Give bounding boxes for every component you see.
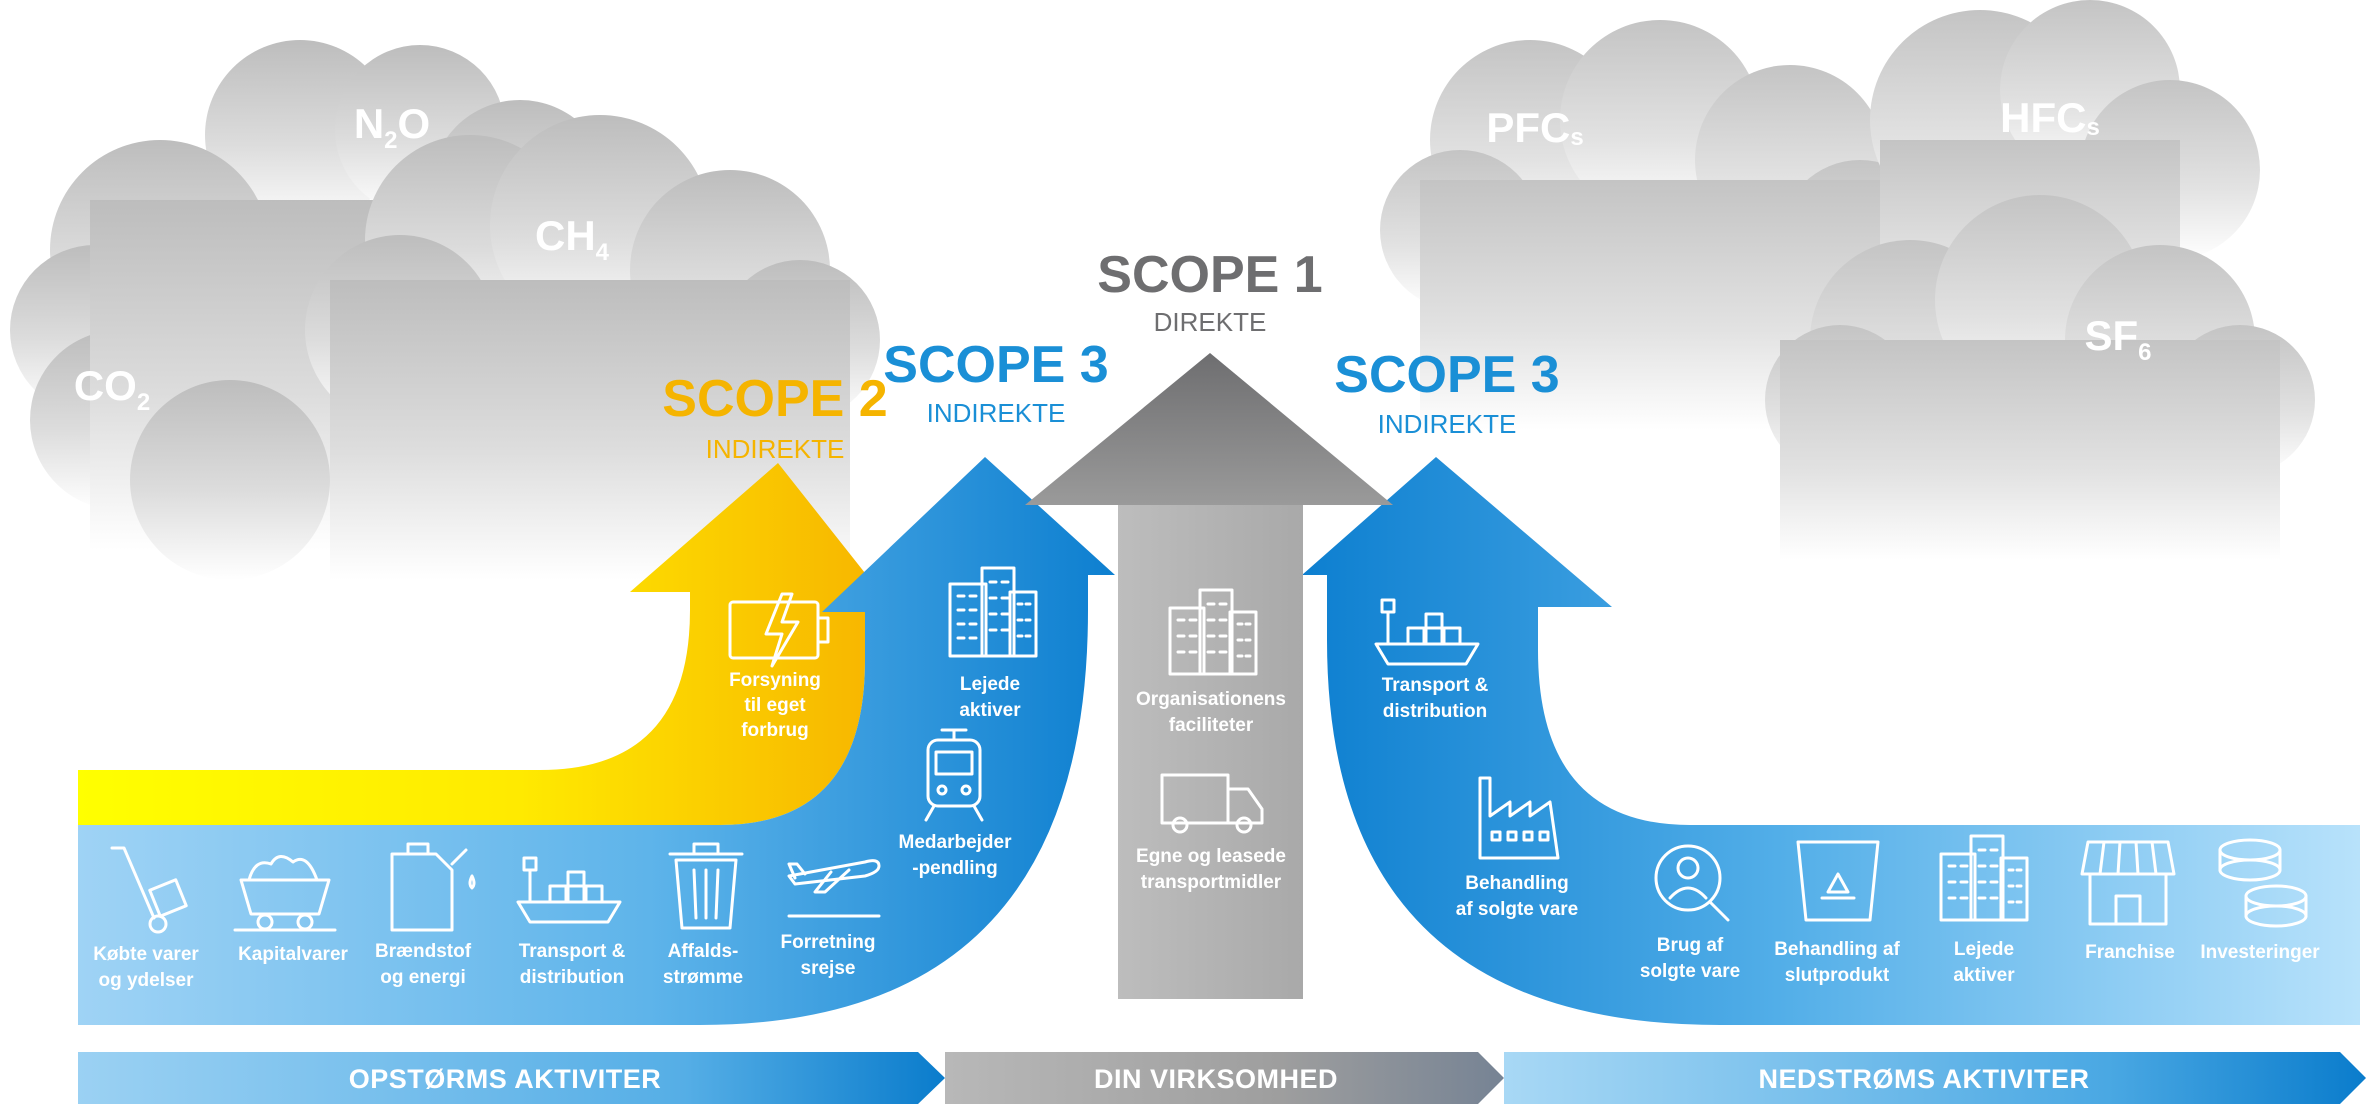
svg-text:Transport &: Transport &: [519, 941, 626, 962]
svg-text:Behandling: Behandling: [1465, 873, 1568, 894]
buildings-icon: [948, 566, 1038, 658]
svg-text:solgte vare: solgte vare: [1640, 961, 1740, 982]
svg-text:og energi: og energi: [380, 967, 466, 988]
svg-text:forbrug: forbrug: [741, 720, 809, 741]
gas-label-hfcs: HFCs: [2000, 94, 2100, 141]
svg-text:Forretning: Forretning: [781, 932, 876, 953]
downstream-band: [1504, 1052, 2366, 1104]
gas-label-co2: CO2: [74, 362, 150, 416]
gas-label-ch4: CH4: [535, 212, 610, 266]
svg-text:Investeringer: Investeringer: [2200, 942, 2320, 963]
airplane-icon: [787, 859, 881, 918]
buildings-icon: [1168, 588, 1258, 676]
ship-icon: [516, 856, 622, 924]
svg-text:faciliteter: faciliteter: [1169, 715, 1254, 736]
scope1-title: SCOPE 1: [1097, 246, 1322, 304]
scope3-upstream-title: SCOPE 3: [883, 336, 1108, 394]
coins-icon: [2218, 838, 2308, 928]
scope1-item-label: Organisationens faciliteter: [1136, 689, 1286, 736]
gas-label-pfcs: PFCs: [1486, 104, 1583, 151]
downstream-band-label: NEDSTRØMS AKTIVITER: [1758, 1064, 2089, 1094]
upstream-band-label: OPSTØRMS AKTIVITER: [349, 1064, 662, 1094]
svg-text:Forsyning: Forsyning: [729, 670, 821, 691]
svg-text:Behandling af: Behandling af: [1774, 939, 1900, 960]
svg-text:distribution: distribution: [520, 967, 624, 988]
scope3-upstream-subtitle: INDIREKTE: [927, 398, 1066, 428]
scope3-upstream-item-label: Lejede aktiver: [959, 674, 1021, 721]
scope3-downstream-arrow: [1302, 457, 2360, 1025]
svg-text:Kapitalvarer: Kapitalvarer: [238, 944, 348, 965]
svg-text:Affalds-: Affalds-: [668, 941, 739, 962]
scope3-upstream-arrow: [78, 457, 1115, 1025]
buildings-icon: [1939, 834, 2029, 922]
svg-text:Brændstof: Brændstof: [375, 941, 472, 962]
svg-text:Medarbejder: Medarbejder: [899, 832, 1013, 853]
truck-icon: [1160, 773, 1264, 834]
svg-text:Lejede: Lejede: [960, 674, 1020, 695]
upstream-band: [78, 1052, 945, 1104]
downstream-labels: Brug af solgte vare Behandling af slutpr…: [1640, 935, 2320, 986]
mine-cart-icon: [233, 855, 337, 932]
storefront-icon: [2080, 840, 2176, 926]
scope3-downstream-title: SCOPE 3: [1334, 346, 1559, 404]
svg-text:Transport &: Transport &: [1382, 675, 1489, 696]
svg-text:transportmidler: transportmidler: [1141, 872, 1282, 893]
ship-icon: [1374, 598, 1480, 666]
scope2-subtitle: INDIREKTE: [706, 434, 845, 464]
svg-text:til eget: til eget: [744, 695, 806, 716]
svg-text:Franchise: Franchise: [2085, 942, 2175, 963]
svg-text:Brug af: Brug af: [1657, 935, 1724, 956]
recycle-bin-icon: [1796, 840, 1880, 922]
fuel-can-icon: [390, 842, 476, 932]
hand-truck-icon: [110, 846, 188, 934]
svg-text:aktiver: aktiver: [1953, 965, 2015, 986]
cloud-right-c: [1765, 195, 2315, 560]
svg-text:af solgte vare: af solgte vare: [1456, 899, 1579, 920]
svg-text:strømme: strømme: [663, 967, 743, 988]
train-icon: [924, 728, 984, 822]
scope1-subtitle: DIREKTE: [1154, 307, 1267, 337]
user-search-icon: [1654, 844, 1730, 922]
scope1-item-label: Egne og leasede transportmidler: [1136, 846, 1286, 893]
gas-label-n2o: N2O: [354, 100, 430, 154]
svg-text:og ydelser: og ydelser: [98, 970, 194, 991]
scope3-downstream-item-label: Behandling af solgte vare: [1456, 873, 1579, 920]
factory-icon: [1478, 776, 1560, 860]
scope3-downstream-subtitle: INDIREKTE: [1378, 409, 1517, 439]
trash-can-icon: [668, 842, 744, 930]
battery-icon: [728, 592, 830, 668]
svg-text:srejse: srejse: [801, 958, 856, 979]
svg-text:Egne og leasede: Egne og leasede: [1136, 846, 1286, 867]
cloud-left-front: [305, 115, 880, 580]
scope2-item-label: Forsyning til eget forbrug: [729, 670, 821, 741]
svg-text:Lejede: Lejede: [1954, 939, 2014, 960]
svg-text:slutprodukt: slutprodukt: [1785, 965, 1890, 986]
scope1-arrow-head: [1025, 353, 1393, 505]
scope1-arrow-shaft: [1118, 505, 1303, 999]
gas-label-sf6: SF6: [2084, 312, 2151, 366]
scope2-arrow: [78, 463, 880, 825]
company-band: [945, 1052, 1504, 1104]
upstream-labels: Købte varer og ydelser Kapitalvarer Bræn…: [93, 932, 875, 991]
scope2-title: SCOPE 2: [662, 370, 887, 428]
svg-text:distribution: distribution: [1383, 701, 1487, 722]
svg-text:aktiver: aktiver: [959, 700, 1021, 721]
svg-text:-pendling: -pendling: [912, 858, 997, 879]
scope3-upstream-item-label: Medarbejder -pendling: [899, 832, 1013, 879]
svg-text:Organisationens: Organisationens: [1136, 689, 1286, 710]
company-band-label: DIN VIRKSOMHED: [1094, 1064, 1338, 1094]
svg-text:Købte varer: Købte varer: [93, 944, 199, 965]
scope3-downstream-item-label: Transport & distribution: [1382, 675, 1489, 722]
